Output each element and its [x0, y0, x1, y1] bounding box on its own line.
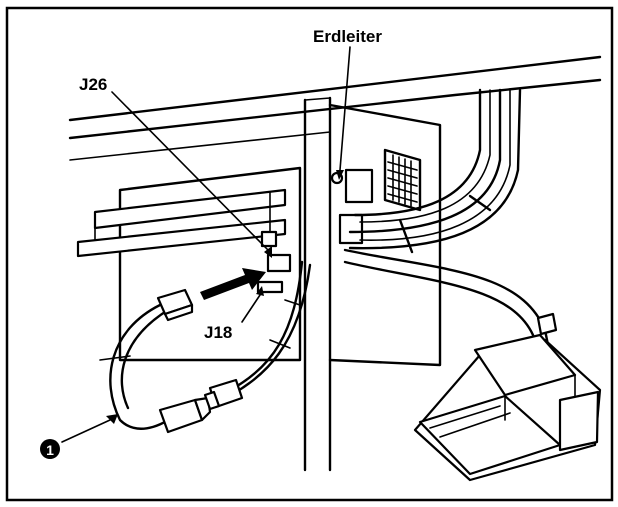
table-leg: [303, 96, 332, 472]
ventilation-grille: [387, 154, 418, 207]
leader-lines: [61, 46, 351, 443]
table-top: [68, 55, 602, 161]
label-ground-conductor: Erdleiter: [313, 27, 382, 46]
pedal-cable: [343, 248, 558, 362]
plug-upper: [156, 288, 194, 322]
control-box: [76, 166, 302, 362]
connector-j26-socket: [266, 253, 292, 273]
figure-frame: [5, 6, 614, 502]
foot-pedal: [413, 333, 602, 482]
power-switch: [344, 168, 374, 204]
plug-lower-right: [203, 378, 244, 411]
wire-harness: [99, 253, 312, 434]
connector-j18-socket: [256, 280, 284, 294]
item-marker-number: 1: [46, 442, 54, 458]
label-j26: J26: [79, 75, 107, 94]
label-j18: J18: [204, 323, 232, 342]
cable-bundle: [348, 88, 522, 254]
plug-lower-left: [158, 396, 212, 434]
item-marker-1: 1: [40, 439, 60, 459]
insert-direction-arrow: [200, 268, 266, 300]
